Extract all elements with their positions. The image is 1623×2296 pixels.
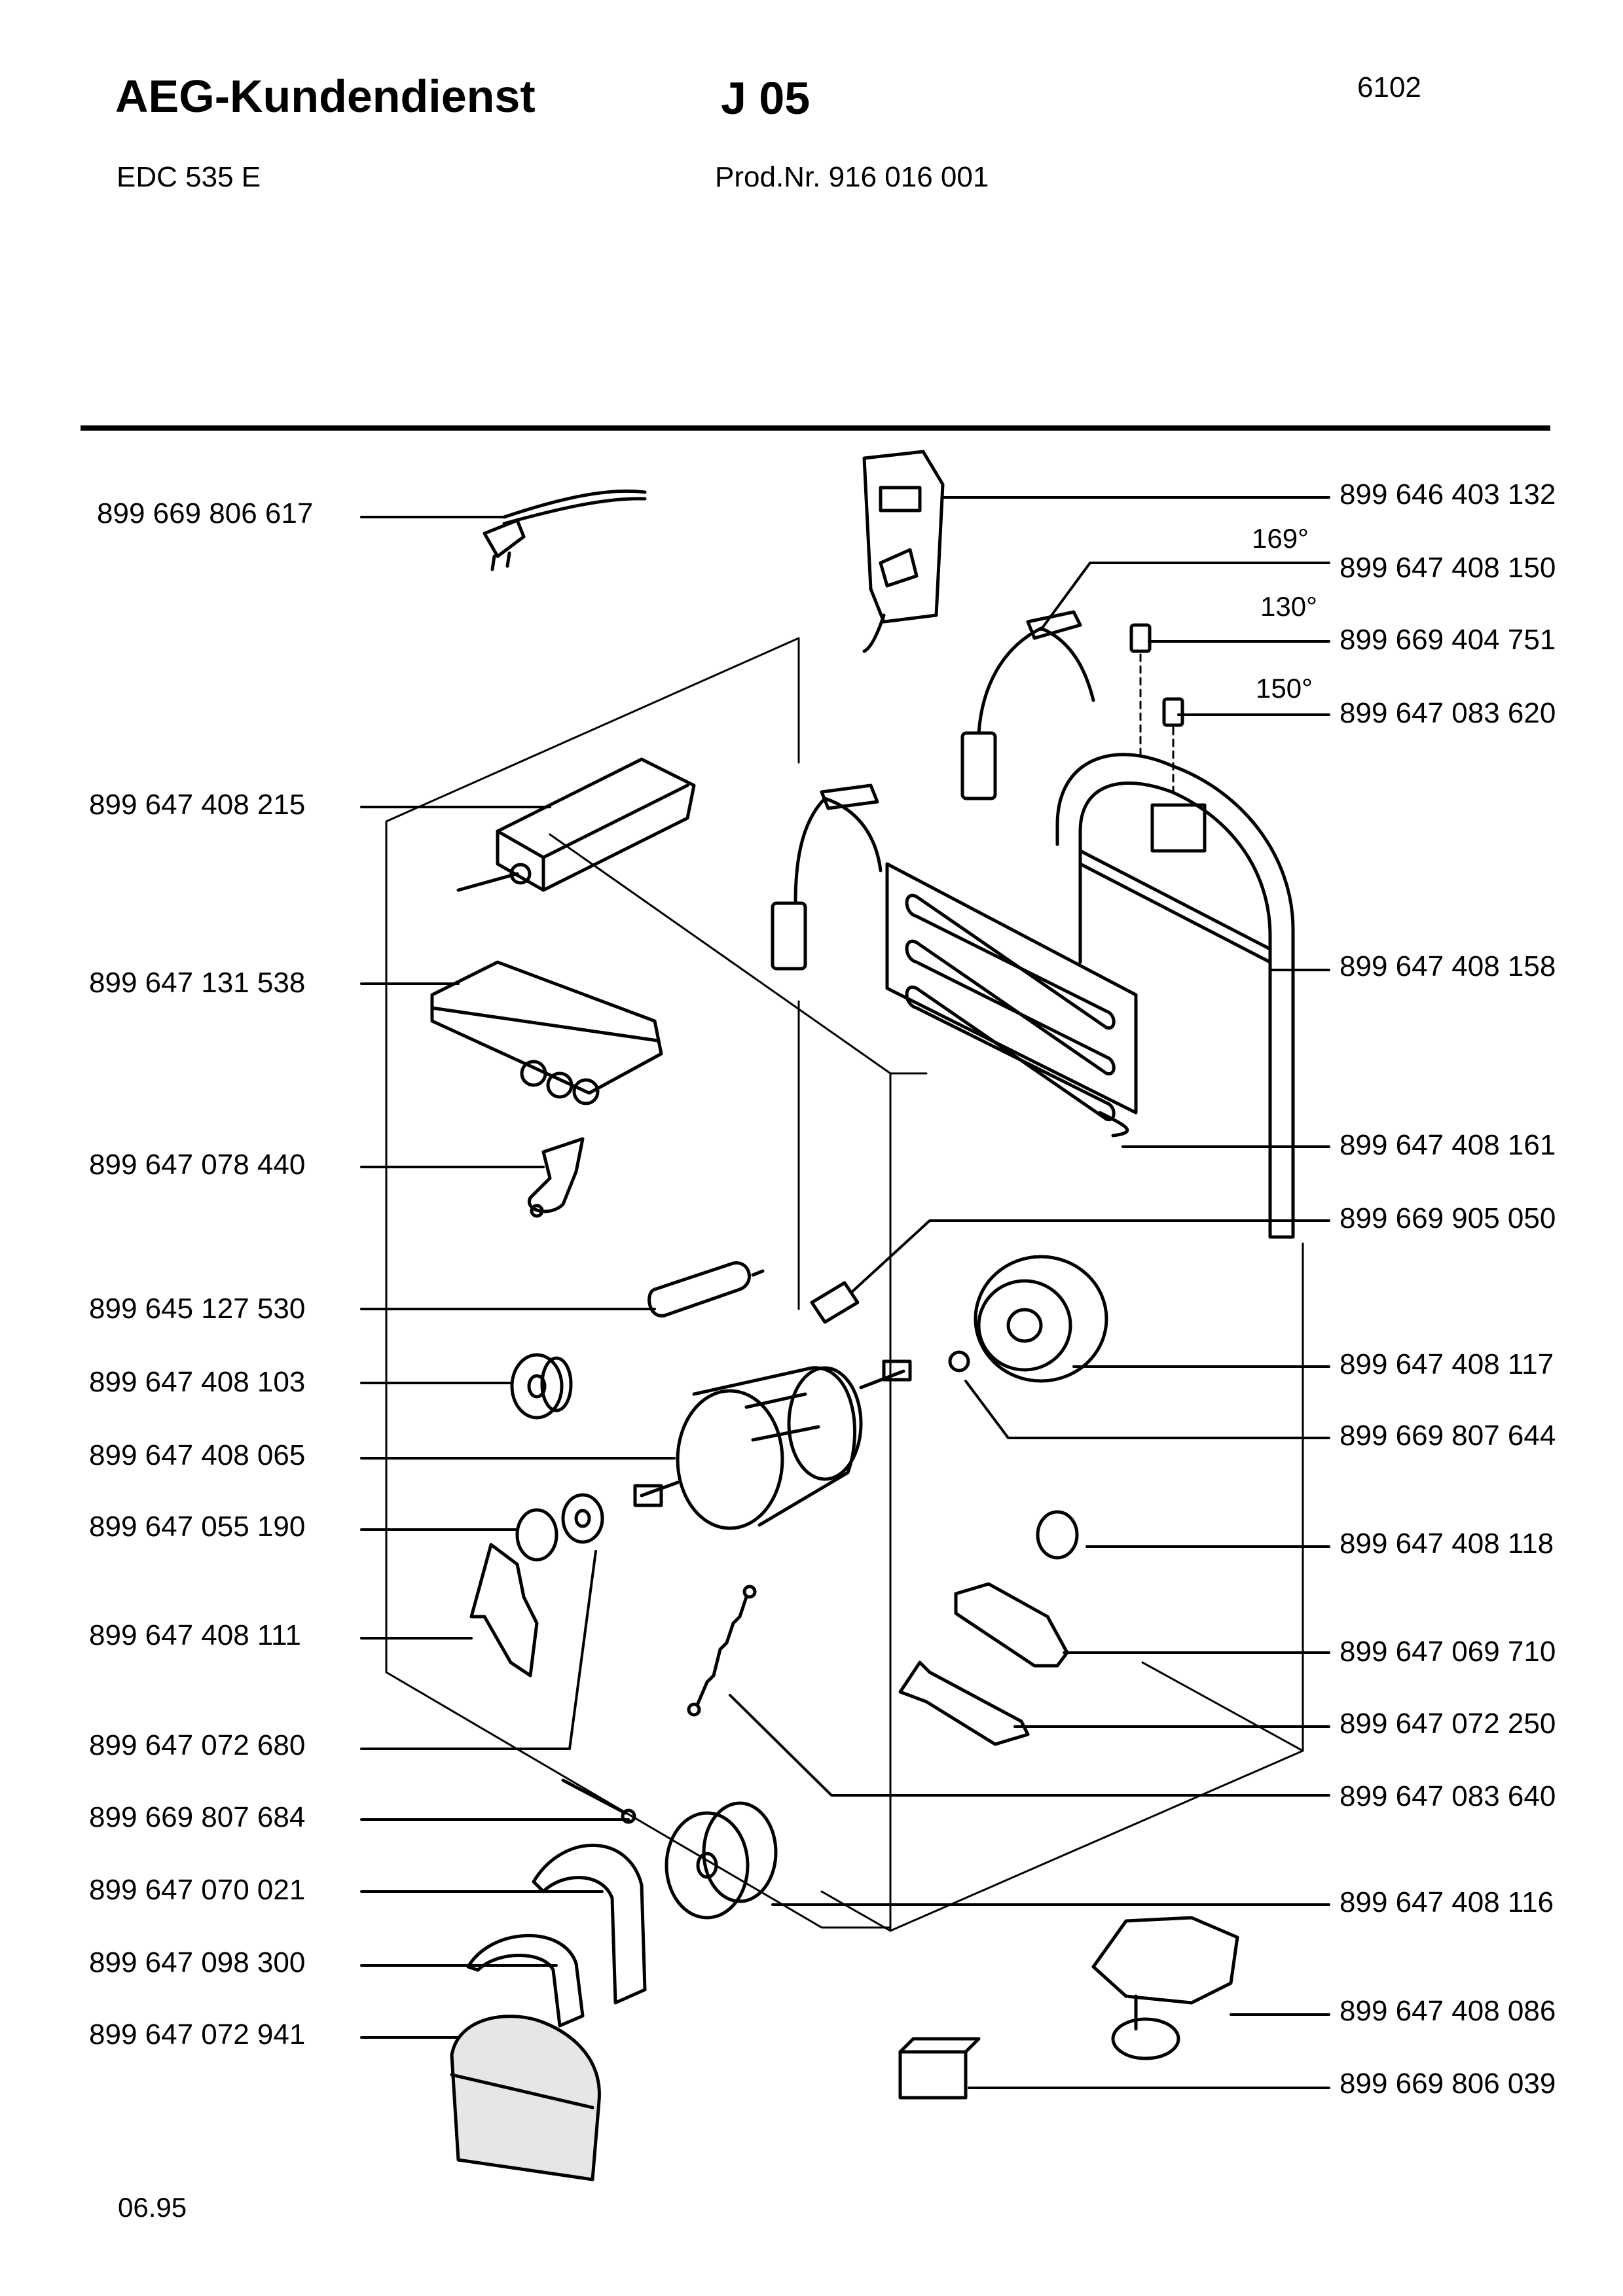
part-number-left: 899 647 408 111 (89, 1619, 301, 1651)
part-number-left: 899 669 807 684 (89, 1801, 306, 1833)
heater-frame-part (1055, 753, 1295, 1239)
part-number-right: 899 647 083 620 (1340, 697, 1556, 729)
power-cord-part (483, 489, 647, 571)
heating-element-part (885, 862, 1138, 1138)
part-number-left: 899 645 127 530 (89, 1293, 306, 1325)
product-number: Prod.Nr. 916 016 001 (715, 161, 989, 193)
part-number-right: 899 647 408 158 (1340, 950, 1556, 982)
part-number-left: 899 647 078 440 (89, 1149, 306, 1181)
part-number-left: 899 647 072 941 (89, 2018, 306, 2051)
fan-cover-lower (466, 1934, 585, 2028)
wiring-harness-upper (960, 610, 1095, 800)
capacitor-part (647, 1261, 765, 1318)
angle-label: 169° (1252, 523, 1309, 554)
sheet-number: 6102 (1357, 71, 1421, 103)
angle-label: 130° (1260, 591, 1317, 622)
program-switch-part (430, 960, 663, 1105)
door-hinge-part (898, 1660, 1030, 1746)
lint-filter-part (450, 2015, 601, 2181)
wiring-harness-lower (771, 783, 883, 971)
part-number-left: 899 669 806 617 (97, 497, 314, 529)
revision-date: 06.95 (118, 2192, 187, 2223)
part-number-left: 899 647 072 680 (89, 1729, 306, 1761)
part-number-right: 899 669 905 050 (1340, 1202, 1556, 1234)
part-number-right: 899 669 807 644 (1340, 1420, 1556, 1452)
tension-spring-part (687, 1585, 757, 1717)
electronic-module-part (456, 757, 696, 892)
part-number-right: 899 647 072 250 (1340, 1708, 1556, 1740)
drive-unit-part (1091, 1916, 1239, 2060)
part-number-right: 899 669 806 039 (1340, 2068, 1556, 2100)
part-number-right: 899 647 408 150 (1340, 552, 1556, 584)
part-number-right: 899 646 403 132 (1340, 478, 1556, 511)
model-name: EDC 535 E (117, 161, 261, 193)
header-rule (81, 425, 1550, 431)
brand-title: AEG-Kundendienst (115, 71, 536, 122)
circlip-part (948, 1350, 970, 1372)
door-switch-part (527, 1137, 585, 1218)
fan-cover-upper (532, 1843, 647, 2005)
part-number-left: 899 647 070 021 (89, 1874, 306, 1906)
housing-frame (385, 637, 1304, 1932)
group-code: J 05 (721, 73, 811, 124)
fan-wheel-upper (974, 1255, 1108, 1383)
door-catch-part (954, 1582, 1069, 1668)
part-number-left: 899 647 408 215 (89, 789, 306, 821)
part-number-right: 899 647 083 640 (1340, 1780, 1556, 1812)
part-number-left: 899 647 098 300 (89, 1946, 306, 1979)
relay-part (898, 2037, 981, 2100)
fan-wheel-lower (665, 1801, 778, 1920)
part-number-right: 899 647 408 086 (1340, 1995, 1556, 2027)
part-number-left: 899 647 055 190 (89, 1511, 306, 1543)
motor-part (633, 1359, 912, 1530)
pulley-part (510, 1353, 573, 1420)
part-number-right: 899 647 069 710 (1340, 1636, 1556, 1668)
part-number-right: 899 647 408 161 (1340, 1129, 1556, 1161)
bearing-part (515, 1493, 604, 1562)
part-number-left: 899 647 408 065 (89, 1439, 306, 1471)
part-number-right: 899 647 408 116 (1340, 1886, 1554, 1918)
part-number-right: 899 669 404 751 (1340, 624, 1556, 656)
part-number-left: 899 647 408 103 (89, 1366, 306, 1398)
control-box-part (862, 450, 945, 653)
angle-label: 150° (1256, 673, 1313, 704)
leader-lines-right (729, 496, 1330, 2089)
thermal-clips (1129, 623, 1184, 800)
part-number-right: 899 647 408 118 (1340, 1528, 1554, 1560)
connector-part (810, 1281, 860, 1324)
thermistor-part (1036, 1510, 1079, 1560)
part-number-right: 899 647 408 117 (1340, 1348, 1554, 1380)
motor-bracket-part (469, 1543, 539, 1677)
part-number-left: 899 647 131 538 (89, 967, 306, 999)
screw-part (561, 1778, 636, 1824)
